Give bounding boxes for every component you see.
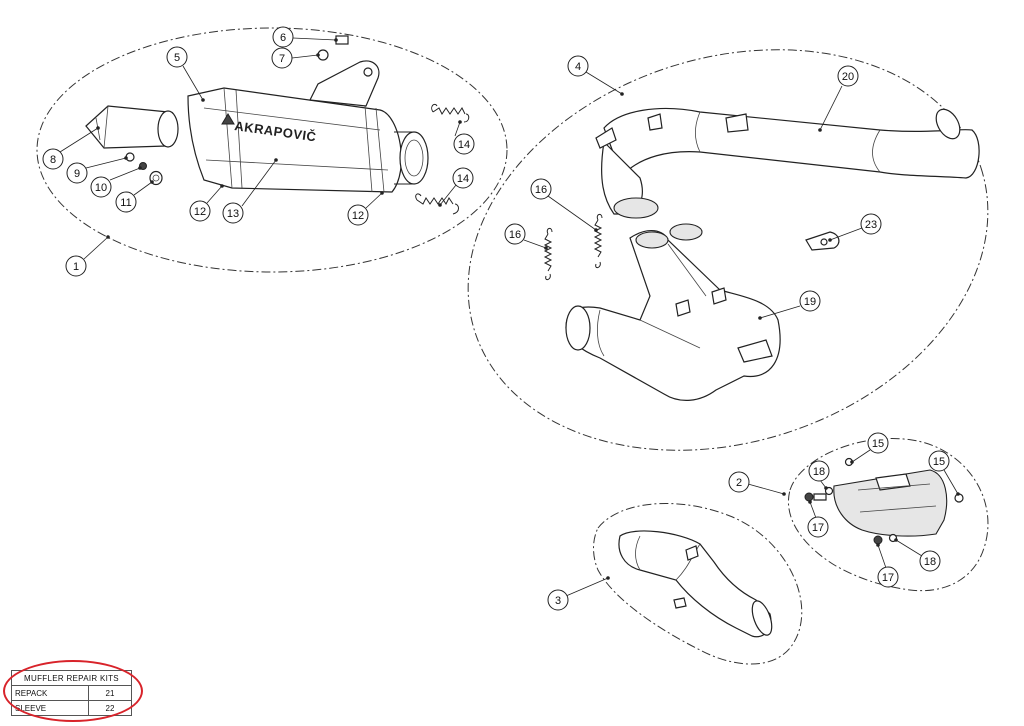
- callout-19: 19: [758, 290, 821, 320]
- callout-15b: 15: [928, 450, 960, 496]
- callout-15a: 15: [850, 432, 889, 464]
- svg-text:11: 11: [120, 197, 131, 209]
- springs-14: [415, 103, 470, 215]
- svg-text:16: 16: [509, 229, 521, 241]
- svg-text:12: 12: [194, 206, 206, 218]
- callout-8: 8: [42, 126, 100, 170]
- callout-18b: 18: [894, 538, 941, 572]
- heat-shield-part: [833, 469, 948, 537]
- svg-text:18: 18: [813, 466, 825, 478]
- mid-pipe-part: [618, 530, 773, 638]
- callout-17a: 17: [807, 500, 829, 538]
- svg-text:15: 15: [872, 438, 884, 450]
- callout-14a: 14: [453, 120, 475, 155]
- springs-16: [543, 213, 603, 281]
- bracket-23-part: [805, 231, 840, 251]
- svg-text:2: 2: [736, 477, 742, 489]
- callout-12a: 12: [189, 184, 224, 222]
- svg-text:17: 17: [882, 572, 894, 584]
- callout-16a: 16: [530, 178, 598, 232]
- svg-text:16: 16: [535, 184, 547, 196]
- callout-17b: 17: [876, 543, 899, 588]
- callout-11: 11: [115, 180, 154, 213]
- group-4-header-assembly: 4 20 16 16 23 19: [467, 49, 989, 451]
- callout-10: 10: [90, 166, 142, 198]
- muffler-body-part: AKRAPOVIČ: [187, 60, 429, 193]
- callout-6: 6: [272, 26, 338, 48]
- callout-12b: 12: [347, 191, 384, 226]
- y-pipe-part: [565, 223, 781, 401]
- svg-text:19: 19: [804, 296, 816, 308]
- group-3-mid-pipe: 3: [547, 503, 803, 665]
- svg-text:14: 14: [458, 139, 470, 151]
- svg-text:6: 6: [280, 32, 286, 44]
- svg-text:14: 14: [457, 173, 469, 185]
- svg-text:23: 23: [865, 219, 877, 231]
- callout-4: 4: [567, 55, 624, 96]
- svg-text:9: 9: [74, 168, 80, 180]
- callout-3: 3: [547, 576, 610, 611]
- bolt-washer-parts: [317, 35, 349, 61]
- svg-text:20: 20: [842, 71, 854, 83]
- callout-7: 7: [271, 47, 320, 69]
- callout-14b: 14: [438, 167, 474, 207]
- callout-20: 20: [818, 65, 859, 132]
- svg-text:15: 15: [933, 456, 945, 468]
- svg-text:13: 13: [227, 208, 239, 220]
- link-pipe-part: [595, 107, 980, 219]
- callout-23: 23: [828, 213, 882, 242]
- callout-1: 1: [65, 235, 110, 277]
- callout-16b: 16: [504, 223, 548, 250]
- kit-highlight-circle: [3, 660, 143, 722]
- svg-text:8: 8: [50, 154, 56, 166]
- callout-2: 2: [728, 471, 786, 496]
- callout-5: 5: [166, 46, 205, 102]
- group-1-muffler-assembly: AKRAPOVIČ 5 6 7 8 9 10 11 12 13 12 14 14…: [36, 26, 508, 277]
- svg-text:3: 3: [555, 595, 561, 607]
- callout-18a: 18: [808, 460, 830, 490]
- svg-text:5: 5: [174, 52, 180, 64]
- svg-text:7: 7: [279, 53, 285, 65]
- small-hardware-parts: [125, 152, 163, 186]
- group-2-heat-shield: 2 15 15 18 17 18 17: [728, 432, 989, 592]
- callout-9: 9: [66, 156, 128, 184]
- svg-text:4: 4: [575, 61, 581, 73]
- svg-text:10: 10: [95, 182, 107, 194]
- end-cap-part: [85, 105, 179, 149]
- svg-text:1: 1: [73, 261, 79, 273]
- svg-text:17: 17: [812, 522, 824, 534]
- svg-text:18: 18: [924, 556, 936, 568]
- svg-text:12: 12: [352, 210, 364, 222]
- callout-13: 13: [222, 158, 278, 224]
